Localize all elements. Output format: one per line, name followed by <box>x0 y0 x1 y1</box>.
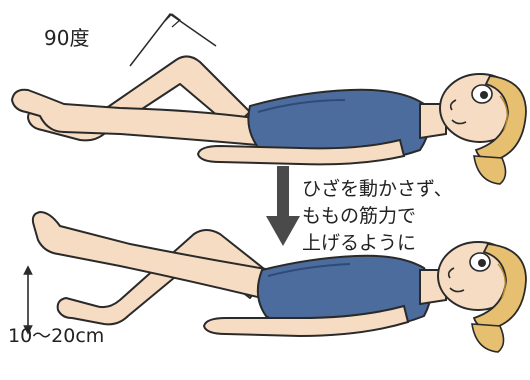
angle-mark-icon <box>130 14 216 66</box>
angle-label: 90度 <box>44 28 89 48</box>
down-arrow-icon <box>266 166 300 246</box>
instruction-line-3: 上げるように <box>302 230 453 257</box>
bottom-head <box>438 242 526 352</box>
distance-label: 10〜20cm <box>8 327 104 346</box>
instruction-line-2: ももの筋力で <box>302 203 453 230</box>
instruction-text: ひざを動かさず、 ももの筋力で 上げるように <box>302 176 453 257</box>
top-head <box>440 74 526 184</box>
instruction-line-1: ひざを動かさず、 <box>302 176 453 203</box>
